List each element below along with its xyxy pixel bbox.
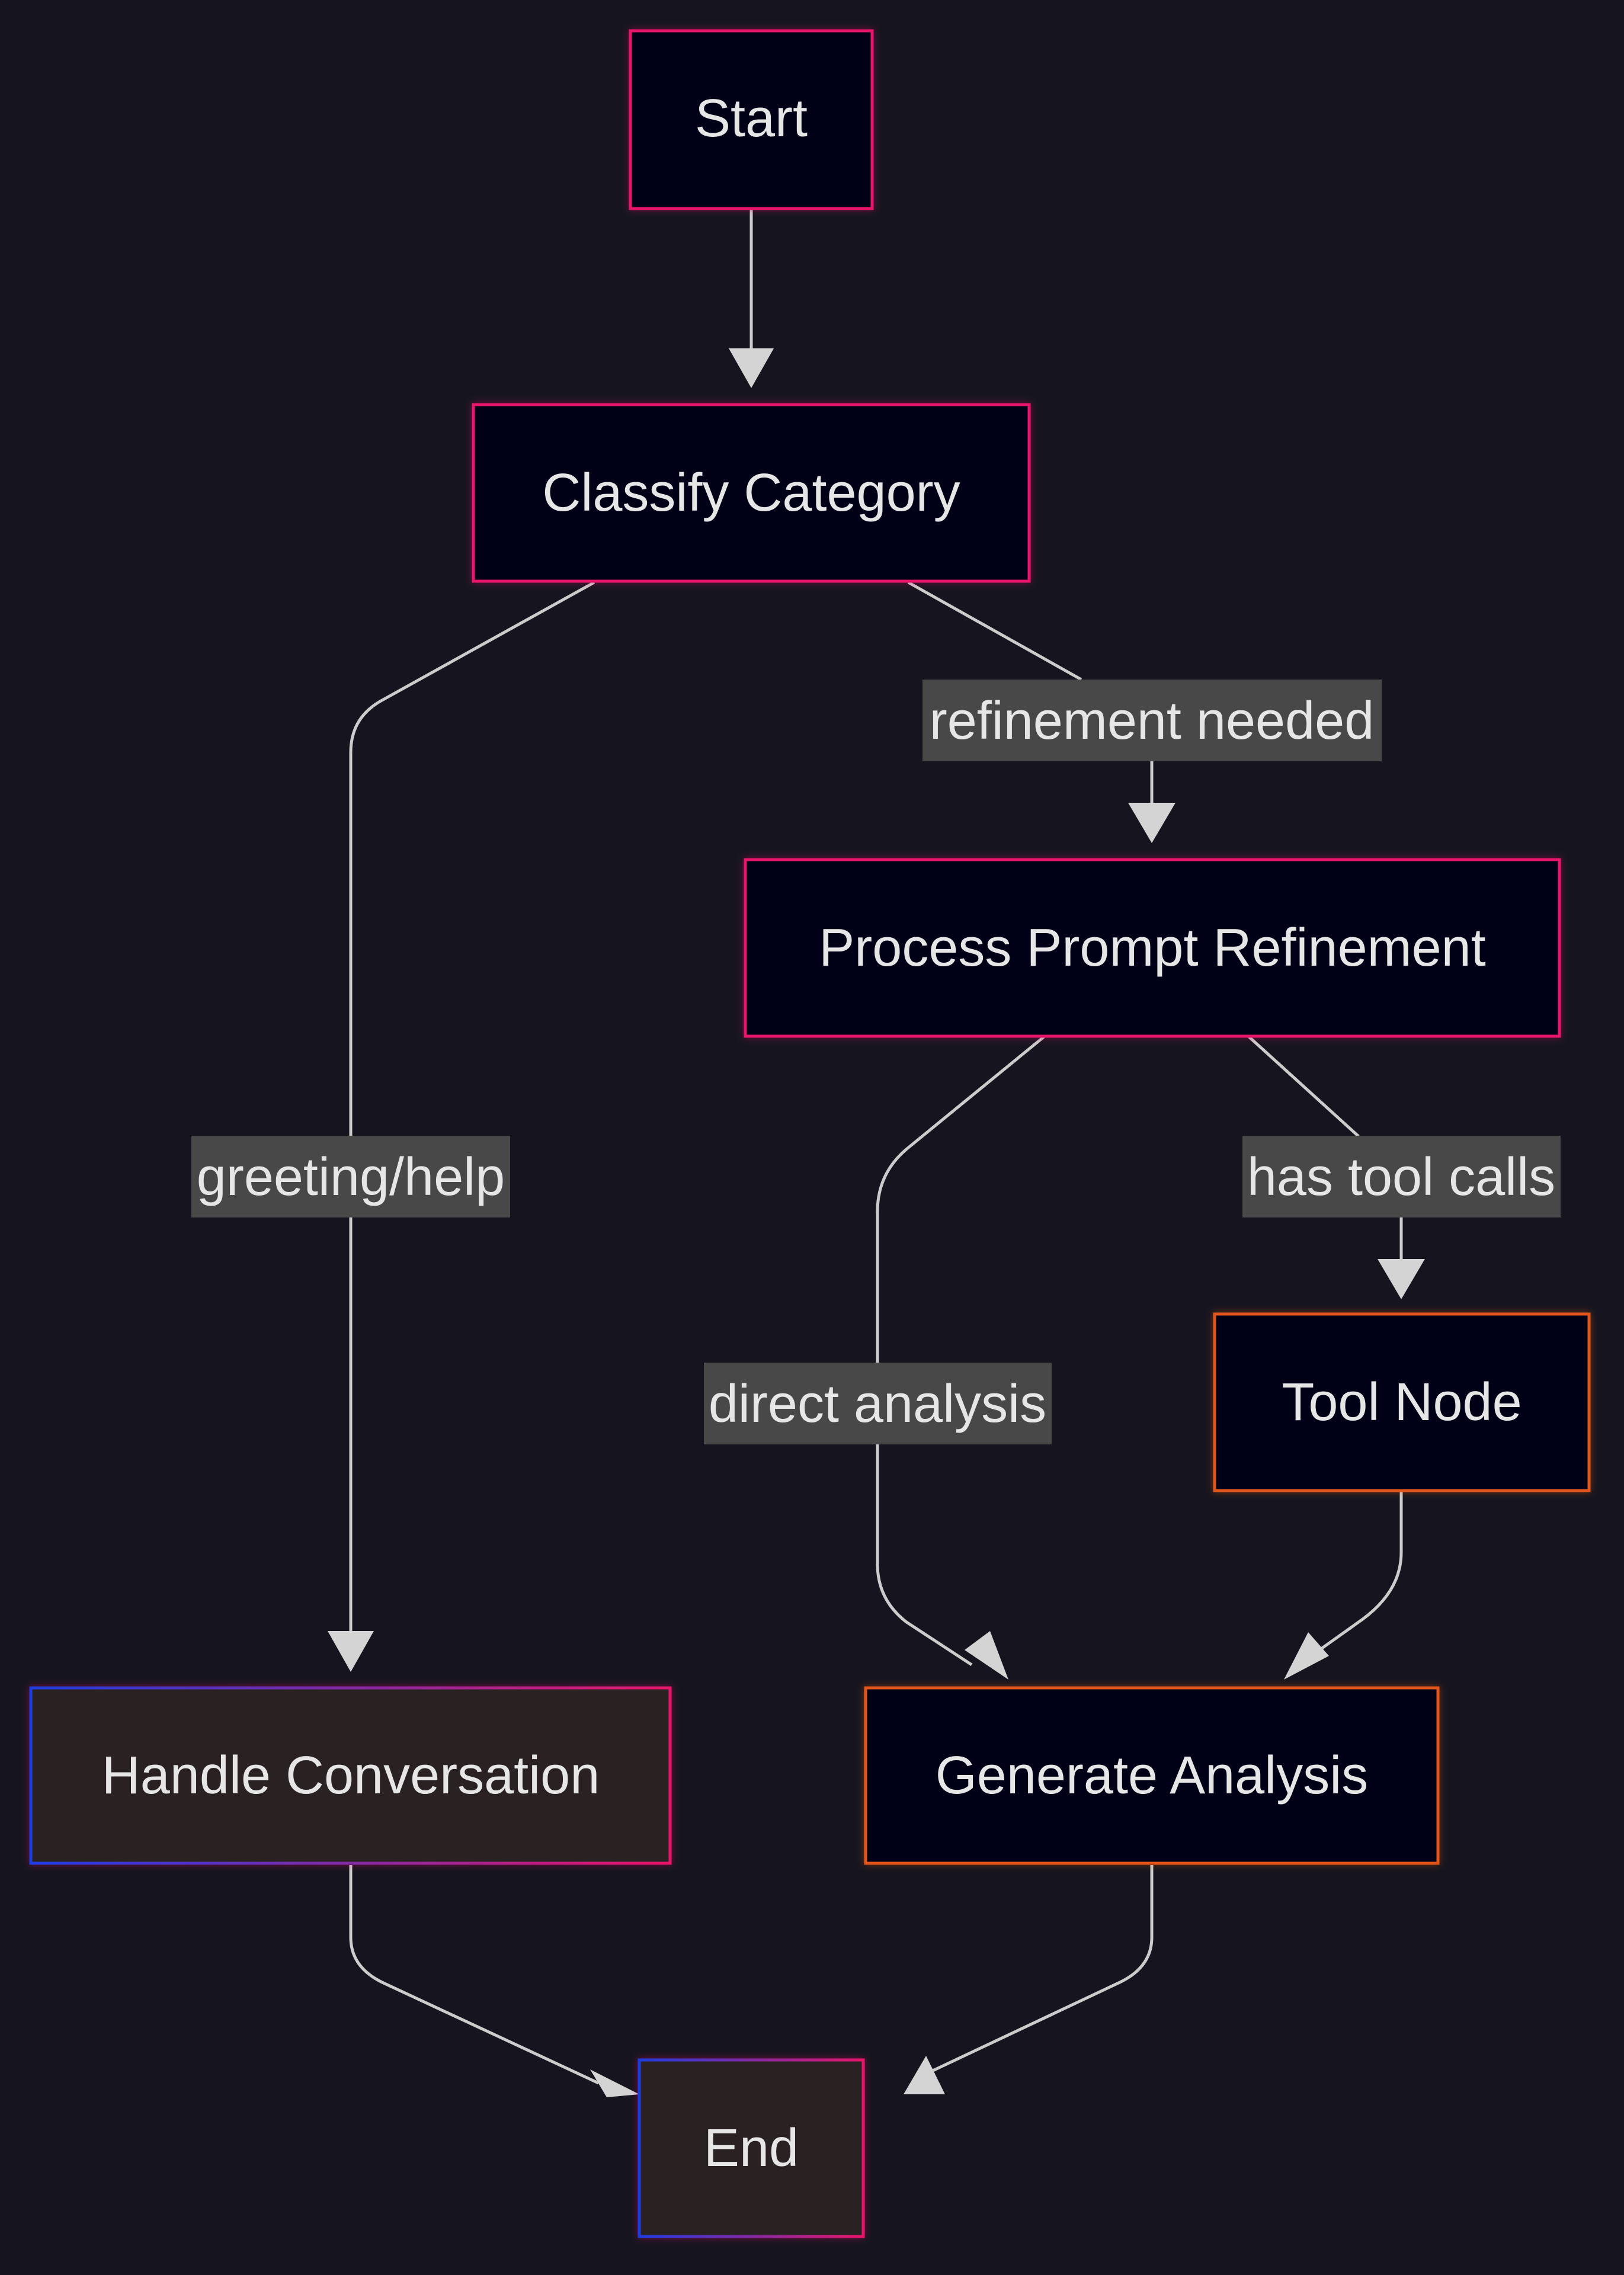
node-tool-node-label: Tool Node: [1282, 1373, 1522, 1432]
node-end-label: End: [704, 2119, 799, 2178]
edge-label-text: greeting/help: [197, 1148, 505, 1207]
arrowhead: [1128, 803, 1175, 843]
arrowhead: [965, 1631, 1008, 1680]
node-handle-conversation[interactable]: Handle Conversation: [29, 1686, 672, 1865]
node-tool-node[interactable]: Tool Node: [1213, 1312, 1591, 1492]
edge-conversation-to-end[interactable]: [349, 1865, 639, 2097]
arrowhead: [729, 348, 774, 388]
edge-classify-to-conversation[interactable]: [328, 581, 595, 1672]
edge-labels: refinement needed greeting/help has tool…: [191, 680, 1561, 1444]
edge-label-has-tool-calls: has tool calls: [1242, 1136, 1561, 1217]
edge-label-text: refinement needed: [930, 691, 1375, 751]
edge-label-direct-analysis: direct analysis: [704, 1363, 1052, 1444]
node-handle-conversation-label: Handle Conversation: [102, 1746, 600, 1805]
node-process-prompt-refinement-label: Process Prompt Refinement: [819, 918, 1485, 978]
arrowhead: [1284, 1632, 1329, 1680]
edge-label-greeting-help: greeting/help: [191, 1136, 510, 1217]
node-process-prompt-refinement[interactable]: Process Prompt Refinement: [744, 858, 1561, 1038]
edge-refine-to-analysis[interactable]: [876, 1036, 1045, 1680]
edge-refine-to-tool[interactable]: [1248, 1036, 1425, 1299]
edge-label-text: direct analysis: [709, 1374, 1046, 1434]
node-generate-analysis-label: Generate Analysis: [936, 1746, 1368, 1805]
edge-label-refinement-needed: refinement needed: [922, 680, 1382, 761]
edge-label-text: has tool calls: [1247, 1148, 1555, 1207]
node-generate-analysis[interactable]: Generate Analysis: [864, 1686, 1440, 1865]
edge-analysis-to-end[interactable]: [904, 1865, 1154, 2094]
arrowhead: [904, 2056, 945, 2094]
node-start[interactable]: Start: [629, 29, 874, 210]
arrowhead: [590, 2069, 639, 2097]
arrowhead: [328, 1631, 374, 1672]
node-classify-category-label: Classify Category: [542, 463, 960, 523]
edge-classify-to-refine[interactable]: [907, 581, 1175, 843]
node-start-box: [630, 31, 872, 209]
node-end[interactable]: End: [638, 2058, 865, 2238]
node-start-label: Start: [695, 89, 808, 148]
edge-start-to-classify[interactable]: [729, 209, 774, 388]
edge-tool-to-analysis[interactable]: [1284, 1492, 1403, 1680]
arrowhead: [1378, 1259, 1425, 1299]
edges: [328, 209, 1425, 2097]
nodes: Start Classify Category Process Prompt R…: [29, 29, 1591, 2238]
node-classify-category[interactable]: Classify Category: [472, 403, 1031, 583]
